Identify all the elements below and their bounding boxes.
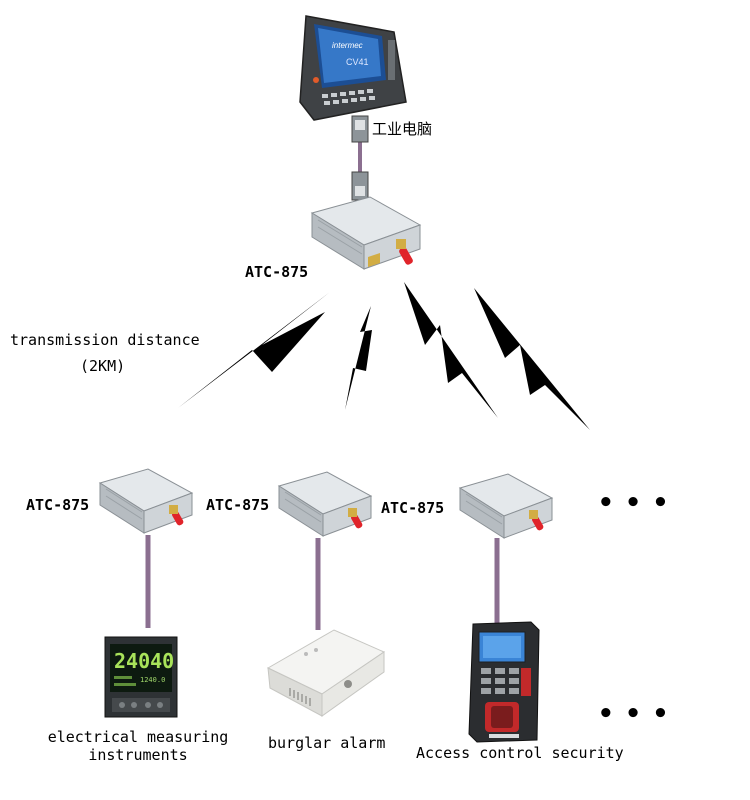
- industrial-computer-icon: intermec CV41: [299, 15, 407, 121]
- more-devices-ellipsis: • • •: [598, 699, 668, 729]
- device-2-label: burglar alarm: [268, 734, 386, 752]
- node-3-radio-label: ATC-875: [381, 499, 445, 517]
- node-3-radio-module-icon: [458, 473, 554, 539]
- lightning-bolt-1: [178, 292, 330, 408]
- device-1-label-line2: instruments: [88, 746, 188, 764]
- svg-text:intermec: intermec: [332, 41, 363, 50]
- svg-text:1240.0: 1240.0: [140, 676, 165, 684]
- device-1-label-line1: electrical measuring: [47, 728, 229, 746]
- fingerprint-terminal-icon: [468, 621, 540, 743]
- node-1-radio-label: ATC-875: [26, 496, 90, 514]
- transmission-distance-value: (2KM): [80, 357, 126, 375]
- more-nodes-ellipsis: • • •: [598, 488, 668, 518]
- lightning-bolt-4: [474, 288, 590, 430]
- node-2-radio-label: ATC-875: [206, 496, 270, 514]
- computer-label: 工业电脑: [372, 120, 433, 138]
- central-radio-module-icon: [310, 196, 422, 270]
- central-radio-label: ATC-875: [245, 263, 309, 281]
- svg-text:CV41: CV41: [346, 57, 369, 67]
- digital-meter-icon: 24040 1240.0: [104, 636, 178, 718]
- lightning-bolt-3: [404, 282, 498, 418]
- cable-connector-top: [351, 115, 369, 143]
- transmission-distance-label: transmission distance: [10, 331, 200, 349]
- device-3-label: Access control security: [416, 744, 624, 762]
- svg-text:24040: 24040: [114, 649, 174, 673]
- alarm-sensor-icon: [266, 629, 386, 717]
- node-2-radio-module-icon: [277, 471, 373, 537]
- lightning-bolt-2: [345, 306, 372, 410]
- cable-connector-bottom: [351, 171, 369, 201]
- node-1-radio-module-icon: [98, 468, 194, 534]
